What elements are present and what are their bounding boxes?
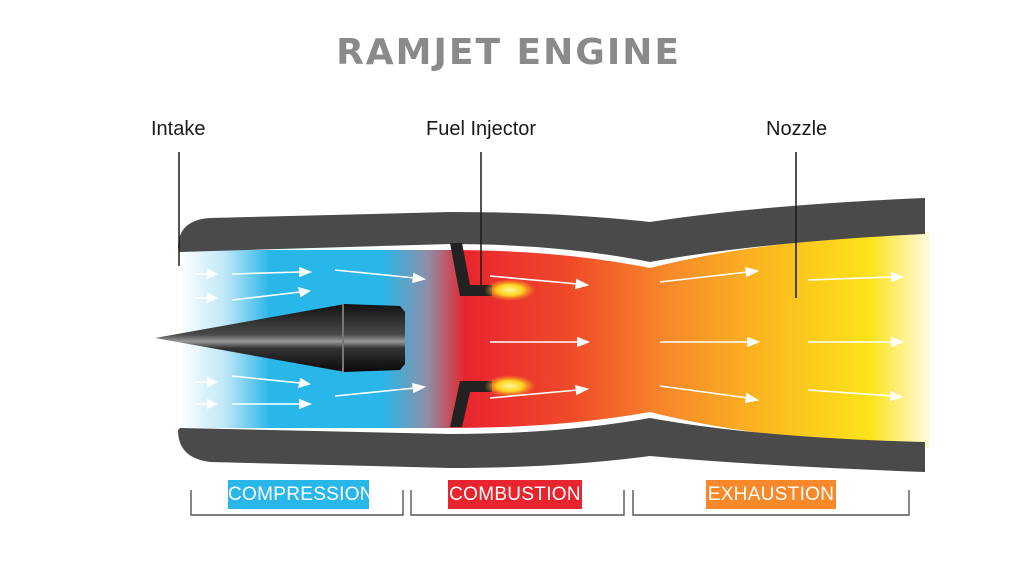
stage-exhaustion: EXHAUSTION <box>706 480 836 509</box>
flame-bottom <box>484 375 536 397</box>
intake-arrows <box>195 266 427 410</box>
exhaustion-bracket <box>632 490 910 516</box>
casing-bottom <box>178 418 925 472</box>
combustion-arrows <box>489 275 591 399</box>
stage-brackets <box>190 490 910 516</box>
flow-arrows <box>195 266 905 410</box>
stage-combustion: COMBUSTION <box>448 480 582 509</box>
exhaust-arrows <box>659 266 905 403</box>
fuel-injector-top <box>450 243 492 296</box>
combustion-bracket <box>410 490 625 516</box>
stage-compression-label: COMPRESSION <box>228 484 374 505</box>
flow-channel <box>180 232 930 448</box>
stage-compression: COMPRESSION <box>228 480 374 509</box>
fuel-injector-bottom <box>450 381 492 427</box>
intake-label: Intake <box>151 118 206 140</box>
stage-exhaustion-label: EXHAUSTION <box>707 484 835 505</box>
compression-bracket <box>190 490 404 516</box>
fuel-injector-label: Fuel Injector <box>426 118 537 140</box>
nozzle-label: Nozzle <box>766 118 828 140</box>
casing-top <box>178 198 925 262</box>
diagram-title: RAMJET ENGINE <box>336 32 681 73</box>
flame-top <box>484 279 536 301</box>
stage-combustion-label: COMBUSTION <box>449 484 581 505</box>
